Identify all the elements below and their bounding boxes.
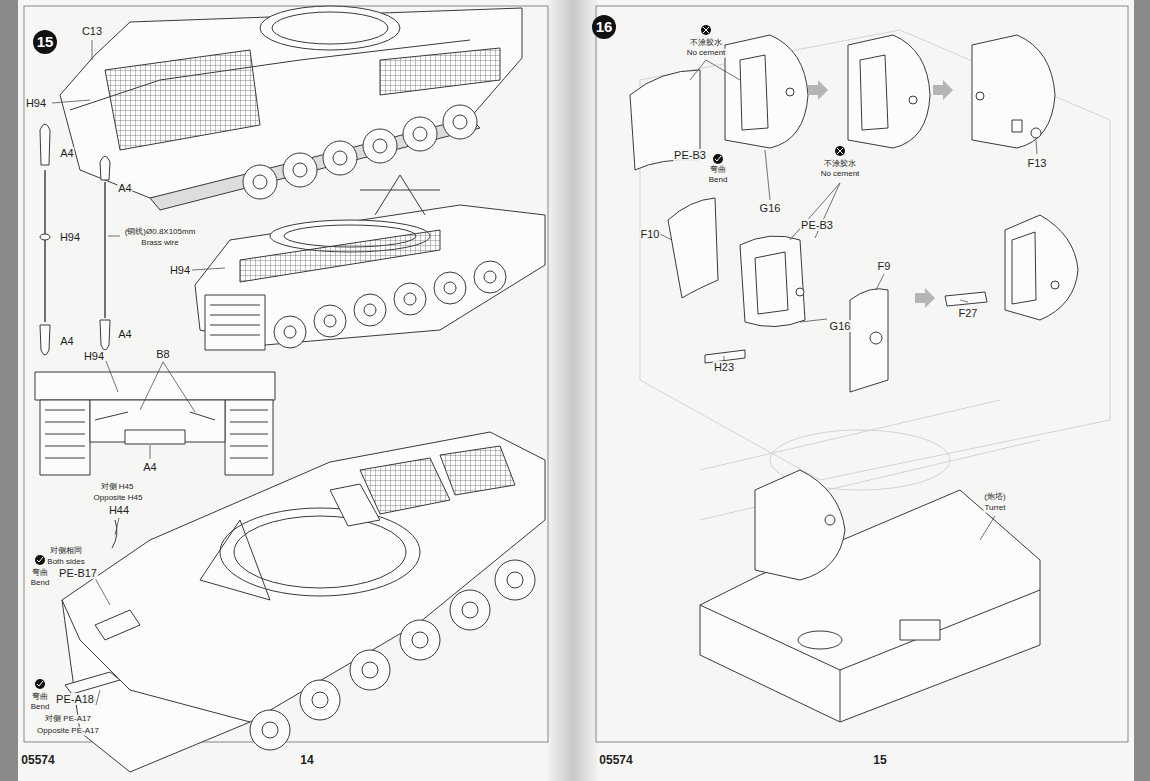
part-number: C13 [81,25,103,37]
note-text: 弯曲 [31,569,49,578]
catalog-number: 05574 [20,754,55,767]
step-badge [592,15,616,39]
note-text: 不涂胶水 [823,160,857,169]
note-text: No cement [686,49,727,58]
part-number: F13 [1027,157,1048,169]
catalog-number: 05574 [598,754,633,767]
note-text: Opposite PE-A17 [36,727,100,736]
tank-drawing [35,6,545,772]
note-text: 对侧 PE-A17 [44,715,92,724]
note-text: Bend [708,176,729,185]
note-text: (炮塔) [983,493,1006,502]
note-text: Brass wire [140,239,179,248]
note-text: Both sides [46,558,85,567]
note-text: No cement [820,170,861,179]
step-number: 16 [595,19,614,36]
part-number: PE-B17 [58,567,98,579]
part-number: PE-B3 [800,219,834,231]
part-number: F10 [640,228,661,240]
part-number: A4 [117,182,132,194]
part-number: A4 [142,461,157,473]
note-text: Opposite H45 [93,494,144,503]
part-number: H44 [108,504,130,516]
part-number: H94 [169,264,191,276]
part-number: F9 [877,260,892,272]
part-number: G16 [759,202,782,214]
part-number: H94 [83,350,105,362]
note-icon [35,25,845,689]
step-badge [33,30,57,54]
part-number: F27 [958,307,979,319]
page-number: 15 [872,754,887,767]
part-number: A4 [59,147,74,159]
part-number: G16 [829,320,852,332]
part-number: H94 [25,97,47,109]
ghost-outline [640,30,1110,520]
assembly-arrow [808,80,953,308]
page-number: 14 [299,754,314,767]
note-text: Bend [30,703,51,712]
step-number: 15 [36,34,55,51]
part-number: H94 [59,231,81,243]
part-number: PE-A18 [55,693,95,705]
note-text: 对侧 H45 [100,483,135,492]
part-number: A4 [59,335,74,347]
page-frame [596,6,1128,742]
part-number: A4 [117,328,132,340]
note-text: 弯曲 [31,693,49,702]
part-number: H23 [713,361,735,373]
turret-part [630,35,1078,722]
note-text: Turret [983,504,1006,513]
note-text: 对侧相同 [49,547,83,556]
part-number: B8 [155,348,170,360]
note-text: Bend [30,579,51,588]
part-number: PE-B3 [673,149,707,161]
paper [18,0,1134,781]
leader-line [52,40,1037,705]
note-text: 弯曲 [709,166,727,175]
note-text: 不涂胶水 [689,39,723,48]
wire-assembly [40,124,110,355]
gutter [548,0,598,781]
note-text: (铜线)Ø0.8X105mm [124,228,197,237]
